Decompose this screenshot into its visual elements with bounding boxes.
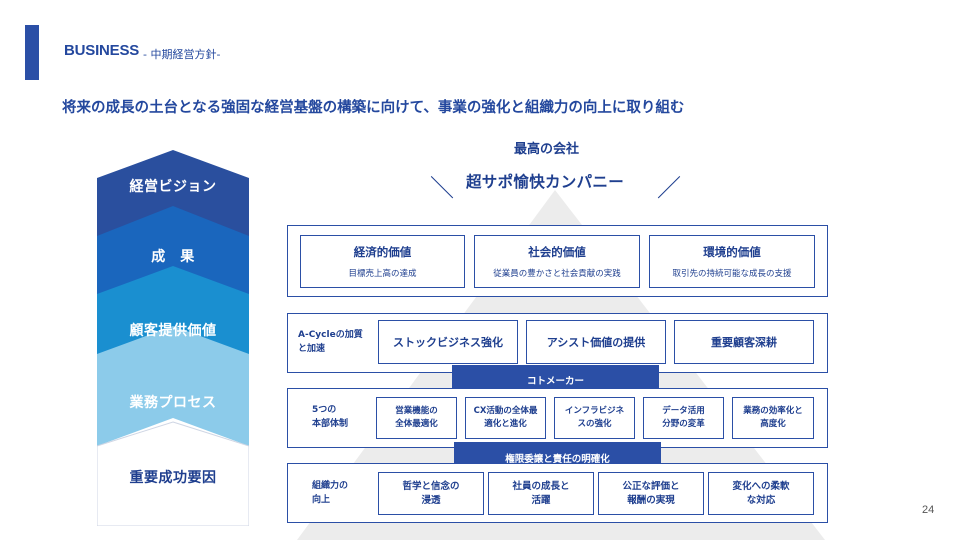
process-label-line1: 5つの <box>312 405 337 415</box>
csf-label-line1: 組織力の <box>312 481 349 491</box>
customer-value-label-line1: A-Cycleの加質 <box>298 330 363 340</box>
section-subtitle: - 中期経営方針- <box>143 48 221 61</box>
results-cell-sub: 取引先の持続可能な成長の支援 <box>672 269 792 279</box>
csf-cell-line: 哲学と信念の <box>402 480 460 492</box>
results-cell-environment: 環境的価値 取引先の持続可能な成長の支援 <box>649 235 815 288</box>
chevron-process <box>97 326 249 446</box>
page-number: 24 <box>922 504 935 516</box>
process-cell-line: 業務の効率化と <box>743 406 803 416</box>
accent-bar <box>25 25 39 80</box>
csf-cell-line: な対応 <box>746 494 776 506</box>
csf-cell-evaluation: 公正な評価と 報酬の実現 <box>598 472 704 515</box>
csf-cell-line: 公正な評価と <box>622 480 680 492</box>
customer-value-label: A-Cycleの加質 と加速 <box>298 328 378 356</box>
process-cell-line: データ活用 <box>662 406 705 416</box>
process-cell-infra: インフラビジネ スの強化 <box>554 397 635 439</box>
process-cell-line: CX活動の全体最 <box>473 406 538 416</box>
process-cell-line: 分野の変革 <box>662 419 705 429</box>
headline: 将来の成長の土台となる強固な経営基盤の構築に向けて、事業の強化と組織力の向上に取… <box>62 100 685 116</box>
results-cell-title: 経済的価値 <box>353 245 412 259</box>
stack-label-results: 成 果 <box>151 249 195 265</box>
csf-cell-philosophy: 哲学と信念の 浸透 <box>378 472 484 515</box>
csf-label: 組織力の 向上 <box>312 479 372 507</box>
process-cell-line: インフラビジネ <box>564 406 625 416</box>
process-cell-sales: 営業機能の 全体最適化 <box>376 397 457 439</box>
results-cell-social: 社会的価値 従業員の豊かさと社会貢献の実践 <box>474 235 640 288</box>
vision-best: 最高の会社 <box>514 142 580 157</box>
stack-label-csf: 重要成功要因 <box>129 470 217 486</box>
process-cell-line: 高度化 <box>760 419 786 429</box>
results-cell-economic: 経済的価値 目標売上高の達成 <box>300 235 465 288</box>
csf-cell-change: 変化への柔軟 な対応 <box>708 472 814 515</box>
process-label: 5つの 本部体制 <box>312 403 372 431</box>
csf-cell-line: 社員の成長と <box>512 480 570 492</box>
stack-label-vision: 経営ビジョン <box>129 179 217 195</box>
process-cell-line: 適化と進化 <box>484 419 527 429</box>
process-cell-cx: CX活動の全体最 適化と進化 <box>465 397 546 439</box>
csf-cell-line: 変化への柔軟 <box>732 480 790 492</box>
csf-label-line2: 向上 <box>312 495 331 505</box>
process-label-line2: 本部体制 <box>312 419 349 429</box>
chevron-csf <box>97 421 249 526</box>
results-cell-sub: 目標売上高の達成 <box>348 269 417 279</box>
process-cell-line: スの強化 <box>577 419 612 429</box>
results-cell-title: 環境的価値 <box>703 245 761 259</box>
vision-company: 超サポ愉快カンパニー <box>466 173 625 191</box>
strategy-stack: 経営ビジョン 成 果 顧客提供価値 業務プロセス 重要成功要因 <box>97 150 249 526</box>
customer-value-label-line2: と加速 <box>298 344 326 354</box>
stack-label-customer-value: 顧客提供価値 <box>129 323 217 339</box>
process-cell-line: 営業機能の <box>395 406 438 416</box>
csf-cell-line: 活躍 <box>531 494 551 506</box>
results-cell-title: 社会的価値 <box>528 245 586 259</box>
slash-right: ／ <box>657 174 681 202</box>
customer-value-cell-assist: アシスト価値の提供 <box>526 320 666 364</box>
customer-value-cell-key-clients: 重要顧客深耕 <box>674 320 814 364</box>
stack-label-process: 業務プロセス <box>129 395 217 411</box>
csf-cell-line: 浸透 <box>421 494 441 506</box>
csf-cell-line: 報酬の実現 <box>627 494 675 506</box>
process-cell-line: 全体最適化 <box>395 419 438 429</box>
slash-left: ＼ <box>430 174 454 202</box>
process-cell-data: データ活用 分野の変革 <box>643 397 724 439</box>
results-cell-sub: 従業員の豊かさと社会貢献の実践 <box>493 269 621 279</box>
process-cell-efficiency: 業務の効率化と 高度化 <box>732 397 814 439</box>
section-title: BUSINESS <box>64 42 140 59</box>
customer-value-cell-stock: ストックビジネス強化 <box>378 320 518 364</box>
chevron-stack-shapes <box>97 150 249 526</box>
csf-cell-growth: 社員の成長と 活躍 <box>488 472 594 515</box>
